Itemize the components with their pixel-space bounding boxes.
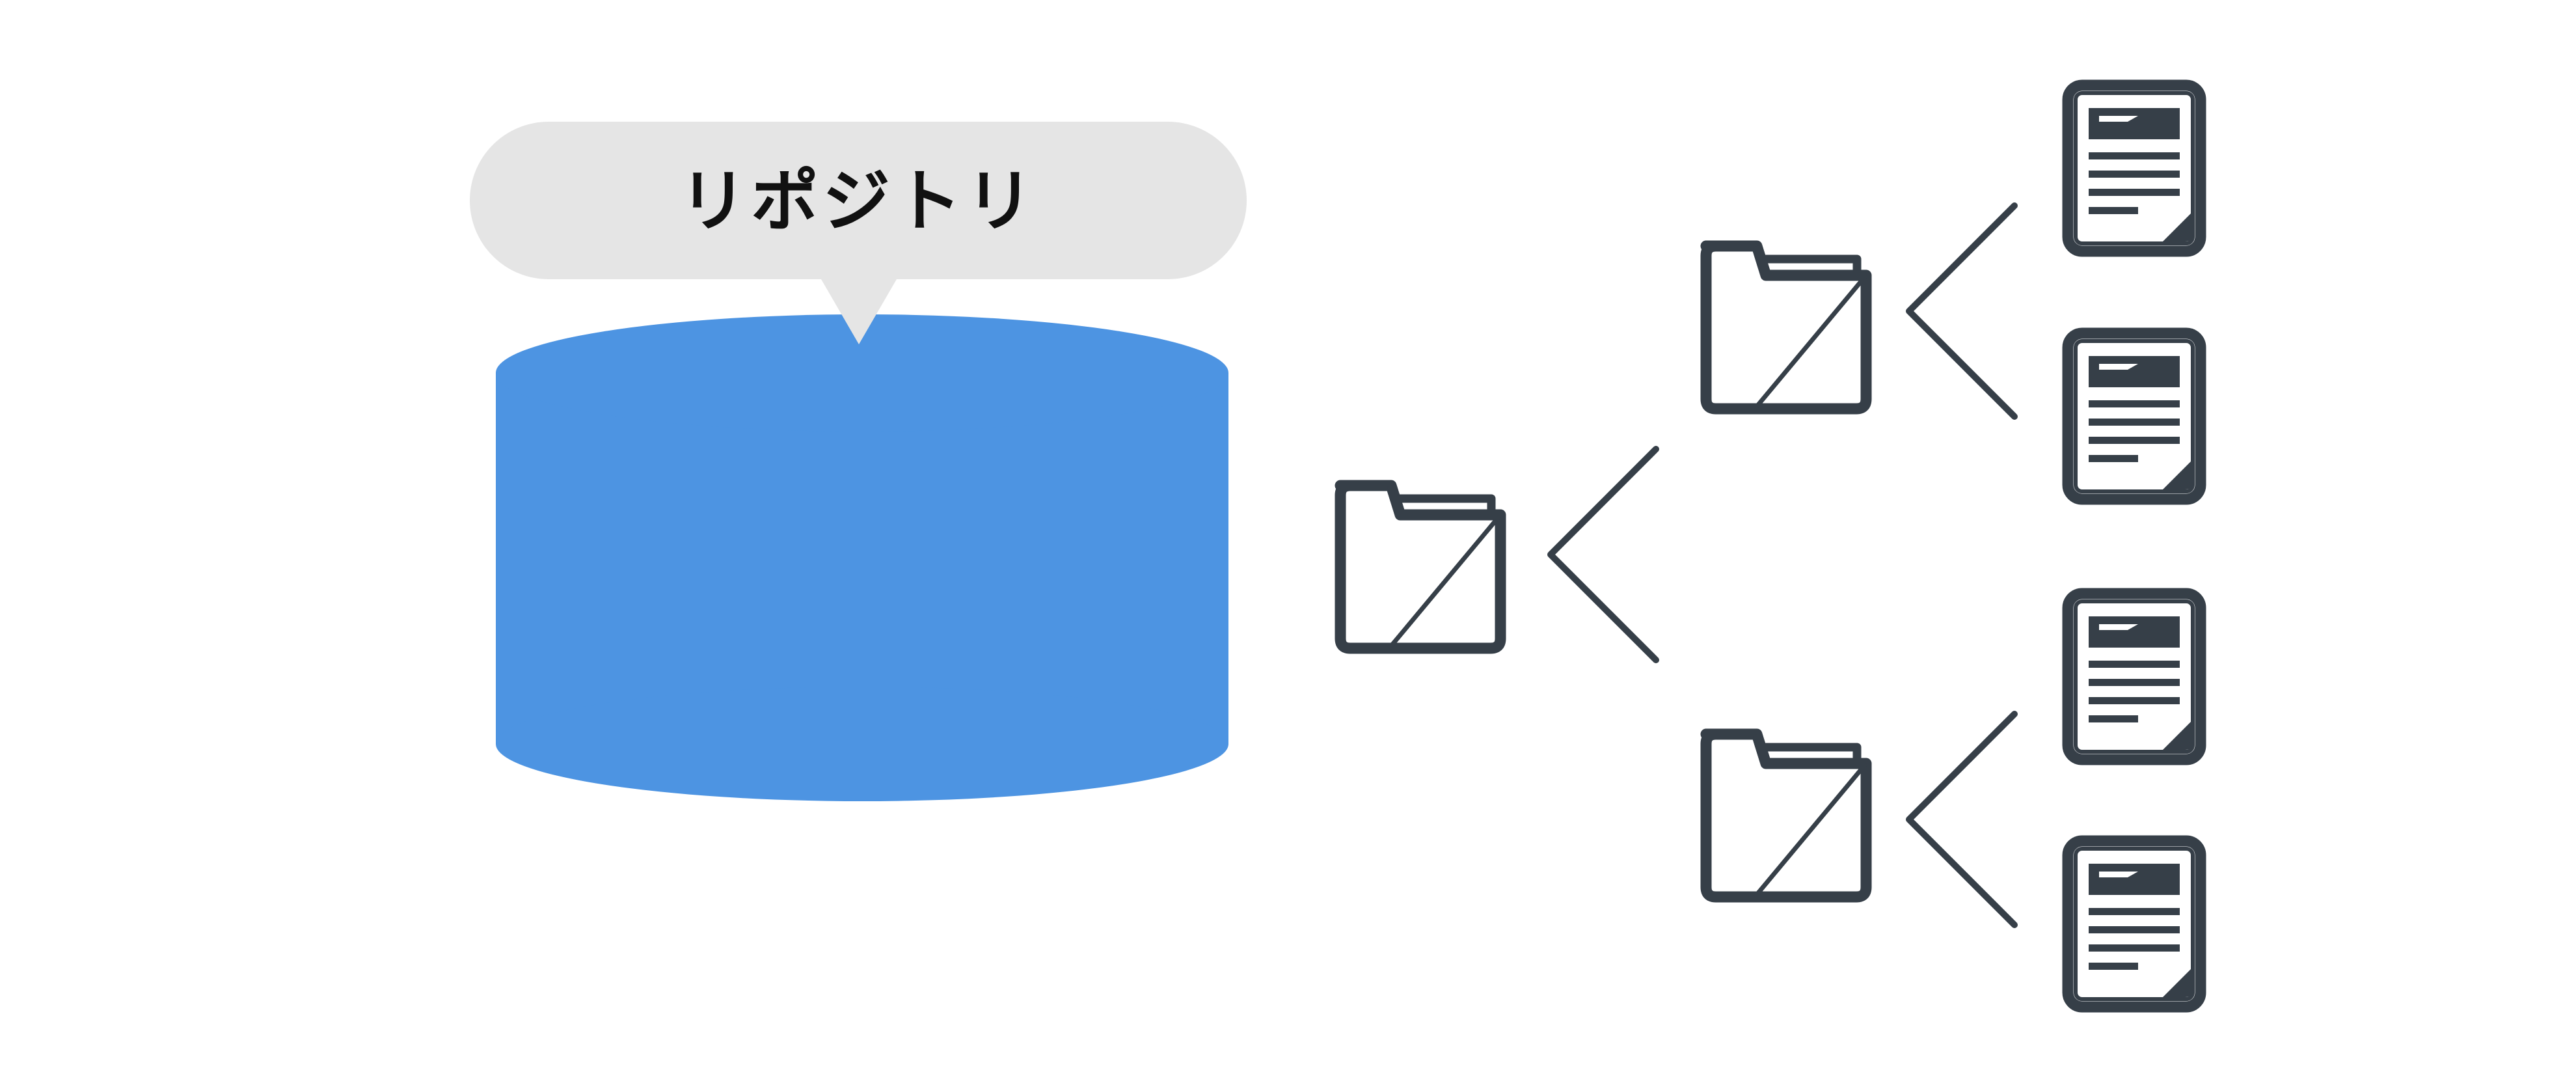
repository-cylinder (496, 314, 1228, 801)
repository-cylinder-body (496, 373, 1228, 744)
branch-connector (1547, 446, 1659, 663)
folder-icon (1706, 246, 1866, 409)
document-icon (2068, 594, 2201, 760)
callout-bubble (470, 122, 1247, 344)
document-icon (2068, 841, 2201, 1007)
branch-connector (1906, 711, 2018, 928)
repository-cylinder-bottom (496, 687, 1228, 801)
document-icon (2068, 85, 2201, 251)
folder-icon (1340, 486, 1500, 648)
repository-callout: リポジトリ (470, 122, 1247, 344)
repository-cylinder-top (496, 314, 1228, 432)
folder-icon (1706, 734, 1866, 897)
document-icon (2068, 333, 2201, 499)
branch-connector (1906, 202, 2018, 420)
callout-label: リポジトリ (679, 161, 1037, 241)
